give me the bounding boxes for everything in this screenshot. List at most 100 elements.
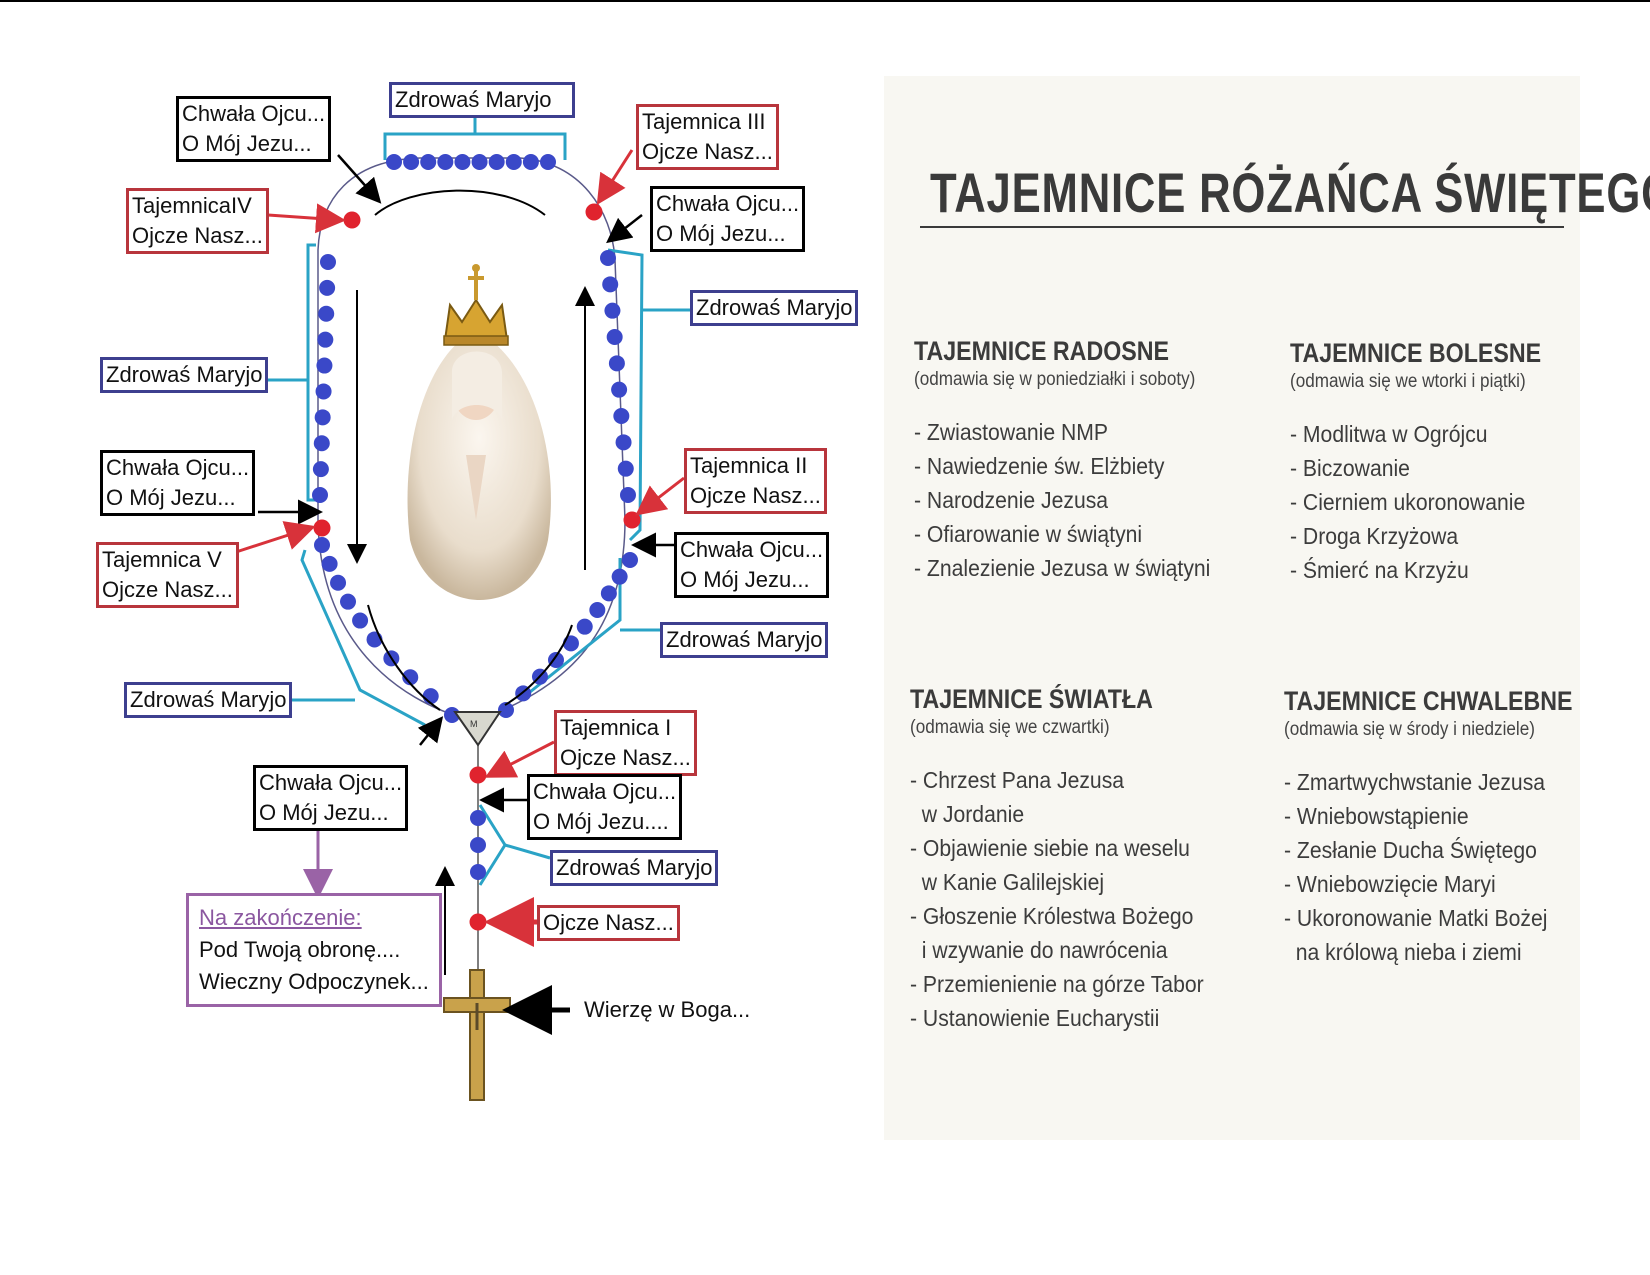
list-item: - Ofiarowanie w świątyni bbox=[914, 521, 1143, 547]
hail-mary-bead bbox=[422, 688, 439, 705]
our-father-bead bbox=[469, 913, 487, 931]
our-father-bead bbox=[585, 203, 603, 221]
our-father-bead bbox=[313, 519, 331, 537]
our-father-bead bbox=[623, 511, 641, 529]
hail-mary-bead bbox=[611, 381, 628, 398]
our-father-bead bbox=[469, 766, 487, 784]
black-arrows bbox=[258, 154, 674, 1035]
hail-mary-bead bbox=[617, 460, 634, 477]
hail-mary-bead bbox=[470, 810, 486, 826]
section-heading: TAJEMNICE ŚWIATŁA bbox=[910, 684, 1153, 714]
section-radosne: TAJEMNICE RADOSNE (odmawia się w poniedz… bbox=[914, 336, 1236, 585]
list-item: - Ustanowienie Eucharystii bbox=[910, 1005, 1160, 1031]
hail-mary-bead bbox=[315, 383, 332, 400]
list-item: - Modlitwa w Ogrójcu bbox=[1290, 421, 1488, 447]
hail-mary-bead bbox=[402, 669, 419, 686]
list-item: - Zesłanie Ducha Świętego bbox=[1284, 837, 1537, 863]
hail-mary-bead bbox=[420, 154, 437, 170]
label-chwala-top-right: Chwała Ojcu...O Mój Jezu... bbox=[650, 186, 806, 252]
hail-mary-bead bbox=[471, 154, 488, 170]
list-item: - Wniebowzięcie Maryi bbox=[1284, 871, 1496, 897]
label-zdrowas-right-upper: Zdrowaś Maryjo bbox=[690, 290, 859, 326]
hail-mary-bead bbox=[403, 154, 420, 170]
hail-mary-bead bbox=[340, 593, 357, 610]
hail-mary-bead bbox=[498, 702, 514, 718]
hail-mary-bead bbox=[319, 279, 336, 296]
hail-mary-bead bbox=[562, 635, 579, 652]
card-title: TAJEMNICE RÓŻAŃCA ŚWIĘTEGO bbox=[930, 161, 1650, 224]
hail-mary-bead bbox=[317, 331, 334, 348]
label-chwala-stem-left: Chwała Ojcu...O Mój Jezu... bbox=[253, 765, 409, 831]
section-subtitle: (odmawia się w poniedziałki i soboty) bbox=[914, 369, 1196, 390]
hail-mary-bead bbox=[330, 574, 347, 591]
list-item: - Cierniem ukoronowanie bbox=[1290, 489, 1526, 515]
list-item: na królową nieba i ziemi bbox=[1284, 939, 1522, 965]
section-heading: TAJEMNICE BOLESNE bbox=[1290, 338, 1542, 368]
crown-icon bbox=[443, 298, 509, 341]
section-bolesne: TAJEMNICE BOLESNE (odmawia się we wtorki… bbox=[1290, 338, 1582, 587]
section-heading: TAJEMNICE RADOSNE bbox=[914, 336, 1170, 366]
section-heading: TAJEMNICE CHWALEBNE bbox=[1284, 686, 1573, 716]
hail-mary-bead bbox=[622, 552, 638, 568]
hail-mary-bead bbox=[540, 154, 556, 170]
list-item: w Jordanie bbox=[910, 801, 1025, 827]
hail-mary-bead bbox=[602, 276, 619, 293]
flow-arrows bbox=[347, 189, 595, 975]
label-chwala-top-left: Chwała Ojcu...O Mój Jezu... bbox=[176, 96, 332, 162]
hail-mary-bead bbox=[615, 434, 632, 451]
hail-mary-bead bbox=[320, 254, 336, 270]
hail-mary-bead bbox=[611, 568, 628, 585]
hail-mary-bead bbox=[488, 154, 505, 170]
rosary-medal bbox=[453, 711, 502, 747]
our-lady-of-fatima-figure bbox=[407, 264, 551, 600]
section-chwalebne: TAJEMNICE CHWALEBNE (odmawia się w środy… bbox=[1284, 686, 1620, 969]
label-chwala-left: Chwała Ojcu...O Mój Jezu... bbox=[100, 450, 256, 516]
list-item: - Ukoronowanie Matki Bożej bbox=[1284, 905, 1548, 931]
list-item: - Droga Krzyżowa bbox=[1290, 523, 1459, 549]
label-wierze-w-boga: Wierzę w Boga... bbox=[584, 997, 751, 1022]
red-arrows bbox=[235, 149, 685, 947]
hail-mary-bead bbox=[604, 302, 621, 319]
list-item: - Śmierć na Krzyżu bbox=[1290, 557, 1469, 583]
list-item: - Głoszenie Królestwa Bożego bbox=[910, 903, 1194, 929]
list-item: w Kanie Galilejskiej bbox=[910, 869, 1105, 895]
list-item: - Objawienie siebie na weselu bbox=[910, 835, 1190, 861]
label-na-zakonczenie: Na zakończenie: Pod Twoją obronę.... Wie… bbox=[186, 893, 442, 1007]
label-zdrowas-top: Zdrowaś Maryjo bbox=[389, 82, 575, 118]
list-item: - Przemienienie na górze Tabor bbox=[910, 971, 1204, 997]
hail-mary-bead bbox=[312, 461, 329, 478]
hail-mary-bead bbox=[600, 250, 616, 266]
hail-mary-bead bbox=[314, 537, 330, 553]
list-item: i wzywanie do nawrócenia bbox=[910, 937, 1168, 963]
hail-mary-bead bbox=[620, 487, 636, 503]
list-item: - Zwiastowanie NMP bbox=[914, 419, 1109, 445]
list-item: - Biczowanie bbox=[1290, 455, 1410, 481]
hail-mary-bead bbox=[470, 864, 486, 880]
list-item: - Zmartwychwstanie Jezusa bbox=[1284, 769, 1546, 795]
section-subtitle: (odmawia się w środy i niedziele) bbox=[1284, 719, 1535, 740]
hail-mary-bead bbox=[606, 329, 623, 345]
section-subtitle: (odmawia się we wtorki i piątki) bbox=[1290, 371, 1526, 392]
hail-mary-bead bbox=[613, 408, 630, 424]
hail-mary-bead bbox=[437, 154, 454, 170]
list-item: - Wniebowstąpienie bbox=[1284, 803, 1469, 829]
hail-mary-bead bbox=[312, 487, 328, 503]
hail-mary-bead bbox=[318, 305, 335, 322]
hail-mary-bead bbox=[313, 435, 330, 452]
section-swiatla: TAJEMNICE ŚWIATŁA (odmawia się we czwart… bbox=[910, 684, 1229, 1035]
list-item: - Znalezienie Jezusa w świątyni bbox=[914, 555, 1211, 581]
hail-mary-bead bbox=[505, 154, 522, 170]
list-item: - Nawiedzenie św. Elżbiety bbox=[914, 453, 1165, 479]
label-zdrowas-left-upper: Zdrowaś Maryjo bbox=[100, 357, 269, 393]
hail-mary-bead bbox=[314, 409, 331, 426]
hail-mary-bead bbox=[608, 355, 625, 372]
hail-mary-bead bbox=[316, 357, 333, 374]
list-item: - Chrzest Pana Jezusa bbox=[910, 767, 1125, 793]
hail-mary-bead bbox=[386, 154, 402, 170]
card-title-underline bbox=[920, 226, 1564, 228]
list-item: - Narodzenie Jezusa bbox=[914, 487, 1109, 513]
